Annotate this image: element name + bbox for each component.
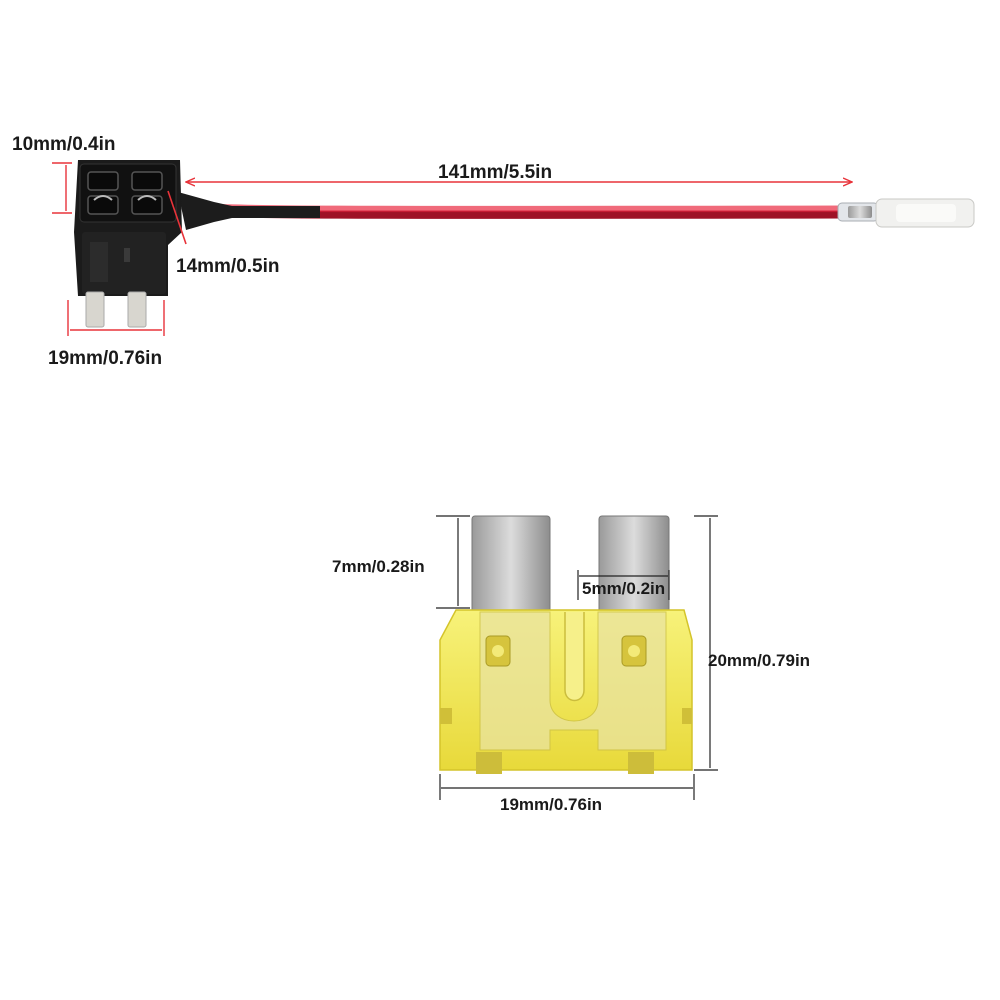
adapter-depth-dimension: 14mm/0.5in bbox=[167, 190, 280, 277]
wire-boot bbox=[178, 192, 320, 230]
fuse-width-dimension: 19mm/0.76in bbox=[439, 774, 695, 814]
adapter-height-label: 10mm/0.4in bbox=[12, 134, 116, 155]
blade-fuse bbox=[439, 515, 693, 774]
fuse-prong-right bbox=[598, 515, 670, 617]
fuse-prong-gap-dimension: 5mm/0.2in bbox=[577, 570, 670, 600]
adapter-depth-label: 14mm/0.5in bbox=[176, 256, 280, 277]
wire-terminal bbox=[837, 198, 975, 228]
fuse-total-height-label: 20mm/0.79in bbox=[708, 651, 810, 670]
fuse-tap-adapter bbox=[74, 160, 975, 328]
adapter-body bbox=[74, 160, 182, 296]
fuse-prong-left bbox=[471, 515, 551, 617]
fuse-width-label: 19mm/0.76in bbox=[500, 795, 602, 814]
fuse-total-height-dimension: 20mm/0.79in bbox=[694, 515, 810, 771]
fuse-prong-length-dimension: 7mm/0.28in bbox=[332, 515, 470, 609]
adapter-blade-right bbox=[127, 291, 147, 328]
cable-length-label: 141mm/5.5in bbox=[438, 162, 552, 183]
fuse-prong-gap-label: 5mm/0.2in bbox=[582, 579, 665, 598]
cable-length-dimension: 141mm/5.5in bbox=[186, 162, 852, 183]
adapter-height-dimension: 10mm/0.4in bbox=[12, 134, 116, 214]
adapter-width-dimension: 19mm/0.76in bbox=[48, 300, 165, 369]
adapter-width-label: 19mm/0.76in bbox=[48, 348, 162, 369]
adapter-blade-left bbox=[85, 291, 105, 328]
fuse-prong-length-label: 7mm/0.28in bbox=[332, 557, 425, 576]
